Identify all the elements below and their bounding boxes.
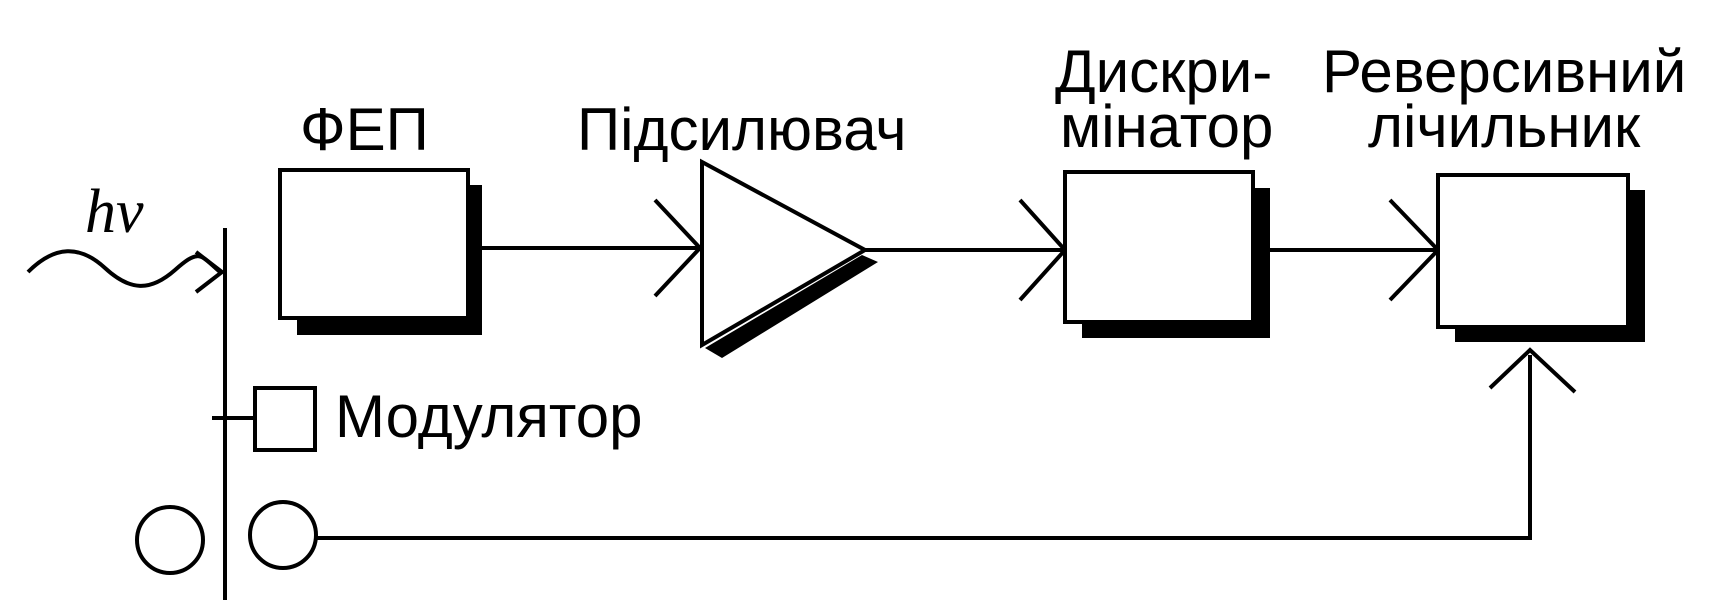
modulator-block xyxy=(212,386,317,452)
counter-block xyxy=(1436,173,1645,342)
photon-symbol-label: hν xyxy=(85,178,144,246)
counter-label-line2: лічильник xyxy=(1368,93,1641,160)
sync-feedback-arrowhead xyxy=(1488,347,1577,394)
discriminator-block xyxy=(1063,170,1270,338)
amplifier-block xyxy=(700,158,878,358)
photodetector-label: ФЕП xyxy=(300,96,429,163)
discriminator-label-line1: Дискри- xyxy=(1055,38,1272,105)
modulator-label: Модулятор xyxy=(335,383,642,450)
discriminator-label-line2: мінатор xyxy=(1060,93,1273,160)
sync-feedback-line xyxy=(316,355,1532,540)
photon-input-arrow xyxy=(26,249,226,294)
photodetector-block xyxy=(278,168,482,335)
sync-sensor-circle-right xyxy=(248,500,318,570)
sync-sensor-circle-left xyxy=(135,505,205,575)
amplifier-label: Підсилювач xyxy=(577,96,907,163)
counter-label-line1: Реверсивний xyxy=(1322,38,1686,105)
